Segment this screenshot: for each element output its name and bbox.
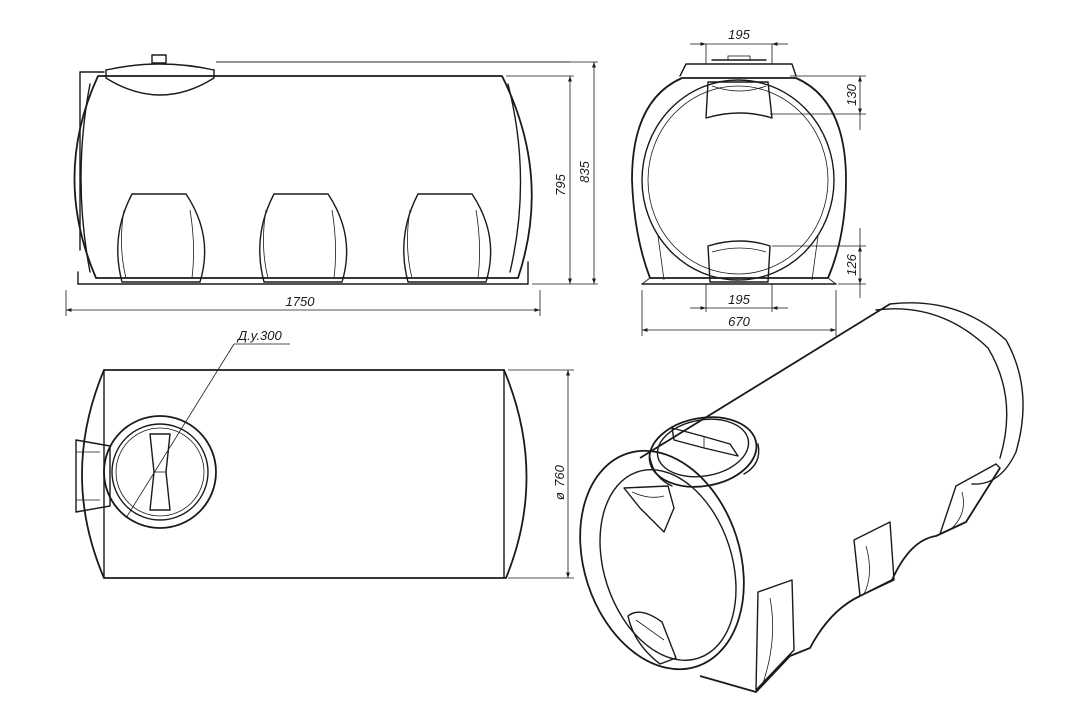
dim-foot-height: 126 bbox=[844, 253, 859, 275]
dim-diameter: 760 bbox=[552, 464, 567, 486]
hatch-label: Д.у.300 bbox=[236, 328, 282, 343]
diameter-symbol: ø bbox=[552, 492, 567, 500]
side-view-dimensions bbox=[65, 61, 598, 316]
top-view bbox=[75, 343, 528, 579]
side-view bbox=[73, 54, 570, 285]
front-view-dimensions bbox=[641, 42, 866, 336]
dim-foot-width: 195 bbox=[728, 292, 750, 307]
dim-height-total: 835 bbox=[577, 160, 592, 182]
dim-height-body: 795 bbox=[553, 173, 568, 195]
dim-length: 1750 bbox=[286, 294, 316, 309]
dim-diameter-group: ø 760 bbox=[552, 464, 567, 500]
front-view bbox=[631, 55, 847, 285]
top-view-dimensions bbox=[508, 369, 574, 579]
dim-lid-height: 130 bbox=[844, 83, 859, 105]
isometric-view bbox=[579, 302, 1024, 693]
dim-width: 670 bbox=[728, 314, 750, 329]
dim-lid-width: 195 bbox=[728, 27, 750, 42]
